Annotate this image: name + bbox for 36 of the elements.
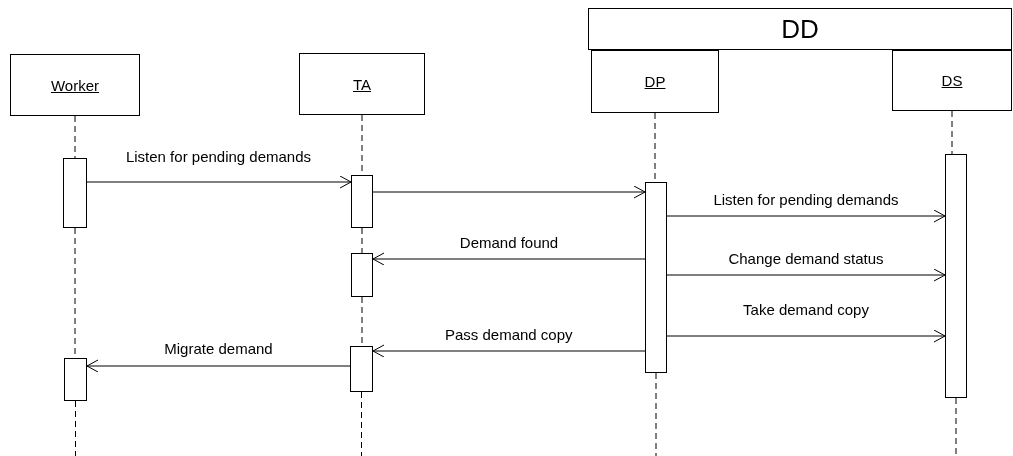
lifeline: [951, 110, 953, 155]
activation-bar: [350, 346, 373, 392]
message-label: Listen for pending demands: [711, 191, 901, 209]
object-name: DS: [941, 72, 963, 89]
message-arrow: [372, 344, 646, 358]
lifeline-header-box: [591, 50, 719, 113]
activation-bar: [351, 253, 373, 297]
message-arrow: [666, 209, 946, 223]
lifeline-header-box: [10, 54, 140, 116]
group-title: DD: [781, 13, 819, 45]
group-header-box: [588, 8, 1012, 50]
message-arrow: [86, 175, 352, 189]
activation-bar: [351, 175, 373, 228]
lifeline: [74, 115, 76, 159]
lifeline: [955, 397, 957, 456]
activation-bar: [64, 358, 87, 401]
message-label: Change demand status: [726, 250, 886, 268]
activation-bar: [645, 182, 667, 373]
object-name: Worker: [50, 76, 100, 94]
message-arrow: [372, 185, 646, 199]
lifeline: [361, 391, 362, 456]
lifeline: [361, 227, 363, 254]
lifeline: [75, 400, 76, 456]
message-arrow: [86, 359, 351, 373]
lifeline-header-box: [892, 50, 1012, 111]
activation-bar: [63, 158, 87, 228]
message-arrow: [666, 268, 946, 282]
lifeline-header-box: [299, 53, 425, 115]
activation-bar: [945, 154, 967, 398]
message-label: Migrate demand: [162, 340, 275, 358]
message-arrow: [372, 252, 646, 266]
lifeline: [655, 372, 657, 456]
message-label: Take demand copy: [741, 301, 871, 319]
object-name: TA: [352, 75, 372, 93]
object-name: DP: [644, 73, 666, 90]
message-arrow: [666, 329, 946, 343]
